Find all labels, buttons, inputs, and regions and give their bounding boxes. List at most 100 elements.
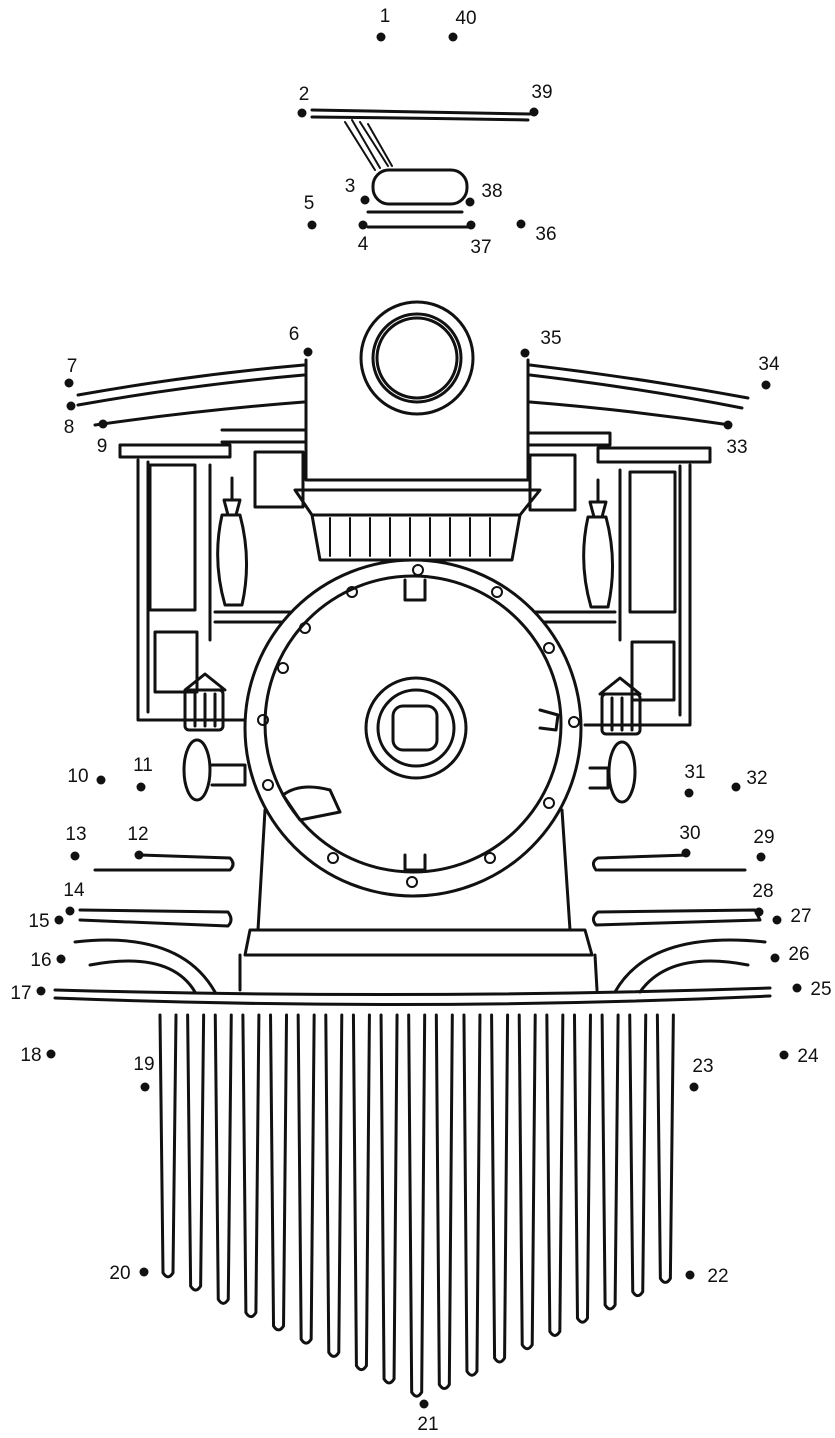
dot-number-label: 19 (133, 1054, 154, 1075)
dot-number-label: 21 (417, 1414, 438, 1435)
dot-marker (297, 108, 307, 118)
dot-marker (64, 378, 74, 388)
dot-marker (65, 906, 75, 916)
dot-number-label: 18 (20, 1045, 41, 1066)
dot-marker (731, 782, 741, 792)
dot-31: 31 (684, 762, 706, 798)
cowcatcher-slat (655, 1013, 675, 1284)
dot-number-label: 2 (299, 84, 310, 105)
dot-15: 15 (28, 911, 64, 932)
dot-36: 36 (516, 219, 557, 245)
dot-35: 35 (520, 328, 562, 358)
dot-marker (358, 220, 368, 230)
dot-marker (307, 220, 317, 230)
dot-marker (303, 347, 313, 357)
dot-23: 23 (689, 1056, 714, 1092)
dot-number-label: 26 (788, 944, 809, 965)
cowcatcher-slat (241, 1013, 261, 1319)
dot-marker (756, 852, 766, 862)
dot-30: 30 (679, 823, 701, 858)
dot-6: 6 (289, 324, 313, 357)
cab-left (136, 450, 305, 722)
dot-marker (448, 32, 458, 42)
cowcatcher (158, 1013, 675, 1398)
cab-right (528, 453, 692, 727)
dot-number-label: 17 (10, 983, 31, 1004)
dot-22: 22 (685, 1266, 729, 1287)
dot-marker (723, 420, 733, 430)
dot-marker (140, 1082, 150, 1092)
dot-number-label: 14 (63, 880, 85, 901)
left-post (216, 476, 248, 607)
left-steps (73, 853, 235, 994)
dot-24: 24 (779, 1046, 819, 1067)
cowcatcher-slat (351, 1013, 371, 1372)
dot-marker (465, 197, 475, 207)
dot-marker (770, 953, 780, 963)
dot-32: 32 (731, 768, 768, 792)
cowcatcher-slat (213, 1013, 233, 1305)
dot-number-label: 3 (345, 176, 356, 197)
dot-number-label: 23 (692, 1056, 713, 1077)
dot-number-label: 30 (679, 823, 700, 844)
dot-12: 12 (127, 824, 149, 860)
dot-marker (689, 1082, 699, 1092)
dot-17: 17 (10, 983, 46, 1004)
dot-39: 39 (529, 82, 553, 117)
dot-marker (779, 1050, 789, 1060)
dot-number-label: 10 (67, 766, 88, 787)
cowcatcher-slat (296, 1013, 316, 1345)
dot-number-label: 27 (790, 906, 811, 927)
cowcatcher-slat (628, 1013, 648, 1298)
dot-marker (70, 851, 80, 861)
dot-38: 38 (465, 181, 503, 207)
dot-number-label: 9 (97, 436, 108, 457)
dot-4: 4 (358, 220, 369, 255)
dot-marker (46, 1049, 56, 1059)
cowcatcher-slat (407, 1013, 427, 1398)
dot-marker (684, 788, 694, 798)
dot-18: 18 (20, 1045, 56, 1066)
right-post (582, 478, 614, 609)
dot-number-label: 8 (64, 417, 75, 438)
dot-number-label: 11 (133, 755, 153, 776)
dot-number-label: 24 (797, 1046, 819, 1067)
dot-2: 2 (297, 84, 310, 118)
dot-marker (516, 219, 526, 229)
dot-number-label: 33 (726, 437, 747, 458)
dot-marker (685, 1270, 695, 1280)
dot-marker (754, 907, 764, 917)
dot-number-label: 16 (30, 950, 51, 971)
dot-1: 1 (376, 6, 391, 42)
dot-number-label: 28 (752, 881, 773, 902)
dot-8: 8 (64, 401, 76, 438)
cowcatcher-slat (462, 1013, 482, 1377)
dot-number-label: 37 (470, 237, 491, 258)
dot-3: 3 (345, 176, 370, 205)
dot-28: 28 (752, 881, 774, 917)
dot-25: 25 (792, 979, 832, 1000)
cowcatcher-slat (379, 1013, 399, 1385)
dot-marker (419, 1399, 429, 1409)
dot-marker (529, 107, 539, 117)
dot-marker (360, 195, 370, 205)
cab-roof-left (76, 363, 308, 459)
dot-number-label: 1 (380, 6, 391, 27)
dot-marker (36, 986, 46, 996)
steam-locomotive-drawing (53, 108, 772, 1398)
cab-roof-right (526, 363, 750, 464)
right-lantern (588, 676, 642, 804)
dot-marker (139, 1267, 149, 1277)
cowcatcher-slat (434, 1013, 454, 1391)
dot-marker (792, 983, 802, 993)
dot-marker (466, 220, 476, 230)
dot-37: 37 (466, 220, 492, 258)
dot-14: 14 (63, 880, 85, 916)
dot-number-label: 29 (753, 827, 774, 848)
dot-26: 26 (770, 944, 810, 965)
cowcatcher-slat (600, 1013, 620, 1311)
dot-marker (681, 848, 691, 858)
cowcatcher-slat (517, 1013, 537, 1351)
